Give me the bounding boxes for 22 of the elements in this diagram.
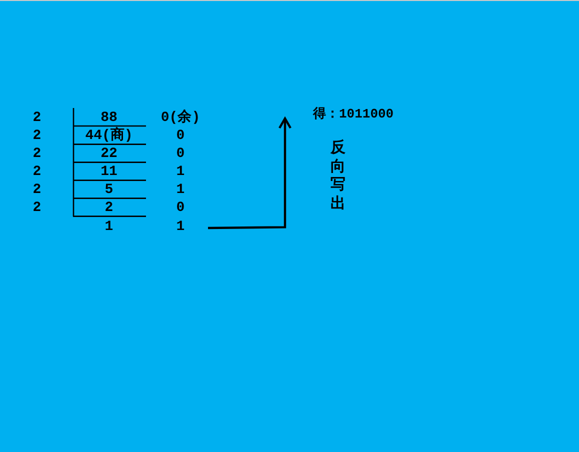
divisor-number: 2	[32, 128, 42, 143]
quotient-number: 2	[104, 201, 114, 216]
remainder-number: 1	[176, 165, 185, 179]
remainder-number: 1	[176, 183, 185, 197]
quotient-number: 11	[100, 165, 118, 179]
remainder-number: 0	[176, 146, 185, 161]
divisor-number: 2	[32, 201, 42, 216]
divisor-number: 2	[32, 146, 42, 161]
vertical-text: 反向写出	[330, 138, 346, 212]
divisor-number: 2	[32, 110, 42, 124]
remainder-number: 0	[176, 201, 185, 216]
quotient-number: 1	[104, 220, 114, 234]
quotient-number: 88	[100, 110, 118, 124]
remainder-number: 0(余)	[160, 110, 200, 124]
divisor-number: 2	[32, 183, 42, 197]
quotient-number: 44(商)	[85, 128, 133, 143]
result-text: 得：1011000	[313, 108, 394, 120]
remainder-number: 1	[176, 220, 185, 234]
quotient-number: 22	[100, 146, 118, 161]
remainder-number: 0	[176, 128, 185, 143]
quotient-number: 5	[104, 183, 114, 197]
divisor-number: 2	[32, 165, 42, 179]
